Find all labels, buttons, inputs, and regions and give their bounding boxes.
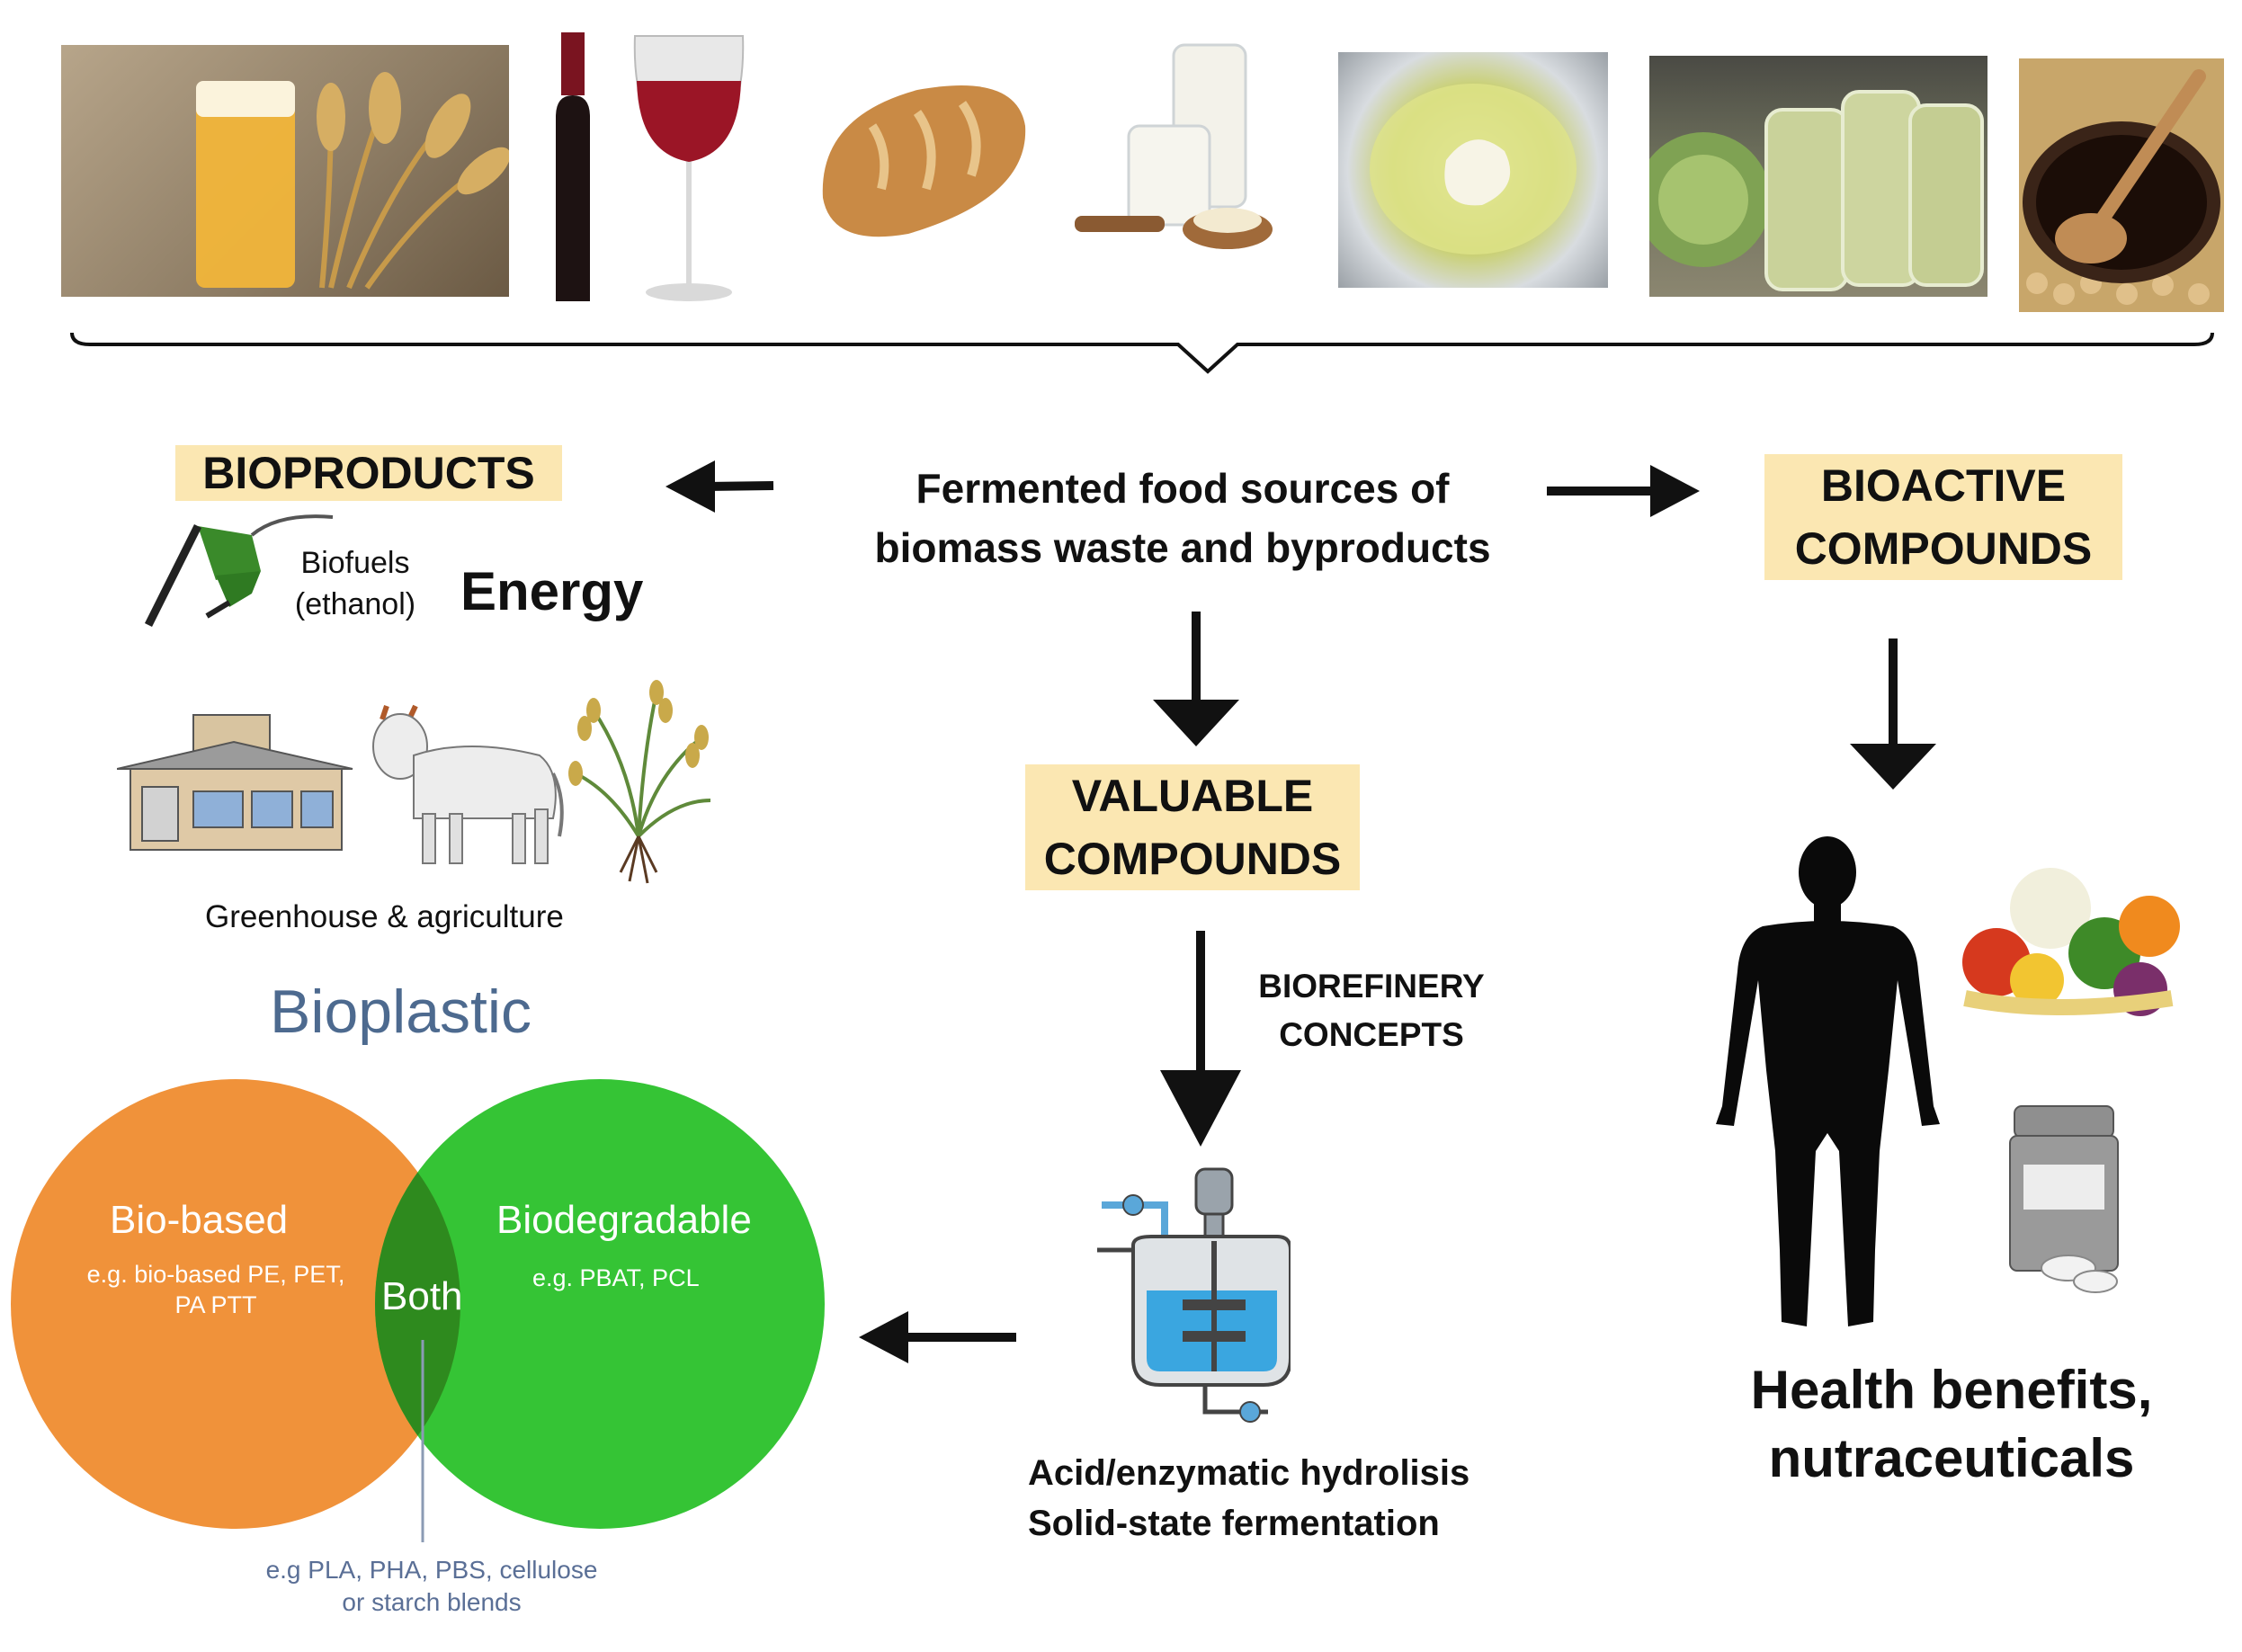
soy-sauce-icon <box>2023 69 2220 305</box>
bread-icon <box>822 85 1026 237</box>
energy-label: Energy <box>460 561 644 621</box>
wine-image <box>545 27 750 308</box>
cheese-curd-icon <box>1370 84 1577 254</box>
arrow-to-bioreactor <box>1160 931 1241 1147</box>
biorefinery-line-1: BIOREFINERY <box>1258 968 1485 1005</box>
source-caption: Fermented food sources of biomass waste … <box>814 459 1551 577</box>
bioactive-line-1: BIOACTIVE <box>1820 460 2067 511</box>
greenhouse-caption: Greenhouse & agriculture <box>205 899 564 934</box>
process-caption: Acid/enzymatic hydrolisis Solid-state fe… <box>1028 1448 1469 1549</box>
health-line-2: nutraceuticals <box>1768 1428 2135 1488</box>
beer-wheat-image <box>61 45 509 297</box>
bioreactor-icon <box>1097 1167 1291 1423</box>
process-line-2: Solid-state fermentation <box>1028 1504 1440 1543</box>
rice-plant-icon <box>568 680 711 884</box>
bread-image <box>809 63 1034 243</box>
bio-based-examples-line-2: PA PTT <box>174 1291 257 1318</box>
cheese-curd-image <box>1338 52 1608 288</box>
fuel-nozzle-icon <box>144 514 334 628</box>
biorefinery-caption: BIOREFINERY CONCEPTS <box>1237 962 1506 1059</box>
beer-wheat-icon <box>196 72 509 290</box>
valuable-line-2: COMPOUNDS <box>1043 834 1342 884</box>
bioplastic-venn <box>11 1079 825 1542</box>
biodegradable-circle <box>375 1079 825 1529</box>
biofuels-caption: Biofuels (ethanol) <box>270 542 441 625</box>
arrow-to-health <box>1850 638 1936 790</box>
both-examples-line-1: e.g PLA, PHA, PBS, cellulose <box>265 1556 598 1584</box>
source-line-2: biomass waste and byproducts <box>874 524 1491 571</box>
both-label: Both <box>381 1274 463 1318</box>
biofuels-line-2: (ethanol) <box>294 587 416 621</box>
both-examples: e.g PLA, PHA, PBS, cellulose or starch b… <box>225 1554 639 1619</box>
biorefinery-line-2: CONCEPTS <box>1279 1016 1464 1053</box>
valuable-line-1: VALUABLE <box>1071 771 1314 821</box>
process-line-1: Acid/enzymatic hydrolisis <box>1028 1453 1470 1493</box>
bioactive-compounds-label: BIOACTIVE COMPOUNDS <box>1764 454 2122 580</box>
bio-based-examples-line-1: e.g. bio-based PE, PET, <box>86 1261 345 1288</box>
arrow-to-bioactive <box>1547 465 1700 517</box>
wine-icon <box>556 32 745 301</box>
milk-kefir-icon <box>1075 43 1273 249</box>
arrow-to-bioproducts <box>665 460 774 513</box>
sauerkraut-image <box>1649 56 1987 297</box>
bioplastic-title: Bioplastic <box>270 978 532 1046</box>
biodegradable-examples: e.g. PBAT, PCL <box>532 1264 700 1291</box>
bioactive-line-2: COMPOUNDS <box>1794 523 2093 574</box>
milk-kefir-image <box>1066 36 1291 270</box>
supplement-bottle-icon <box>2009 1105 2119 1293</box>
health-caption: Health benefits, nutraceuticals <box>1691 1356 2212 1493</box>
arrow-to-valuable <box>1153 612 1239 746</box>
cow-icon <box>372 704 564 864</box>
bio-based-examples: e.g. bio-based PE, PET, PA PTT <box>63 1259 369 1320</box>
arrow-to-bioplastic <box>859 1311 1016 1363</box>
health-line-1: Health benefits, <box>1750 1360 2153 1420</box>
sauerkraut-jars-icon <box>1649 90 1984 291</box>
bioproducts-label: BIOPRODUCTS <box>175 445 562 501</box>
biodegradable-title: Biodegradable <box>496 1198 752 1242</box>
both-examples-line-2: or starch blends <box>342 1588 522 1616</box>
valuable-compounds-label: VALUABLE COMPOUNDS <box>1025 764 1360 890</box>
biofuels-line-1: Biofuels <box>300 546 410 580</box>
bio-based-title: Bio-based <box>110 1198 289 1242</box>
source-line-1: Fermented food sources of <box>916 465 1450 512</box>
house-icon <box>117 714 353 851</box>
vegetables-icon <box>1962 868 2180 1016</box>
soy-sauce-image <box>2019 58 2224 312</box>
bio-based-circle <box>11 1079 460 1529</box>
human-silhouette-icon <box>1716 836 1940 1326</box>
brace-icon <box>70 332 2214 374</box>
